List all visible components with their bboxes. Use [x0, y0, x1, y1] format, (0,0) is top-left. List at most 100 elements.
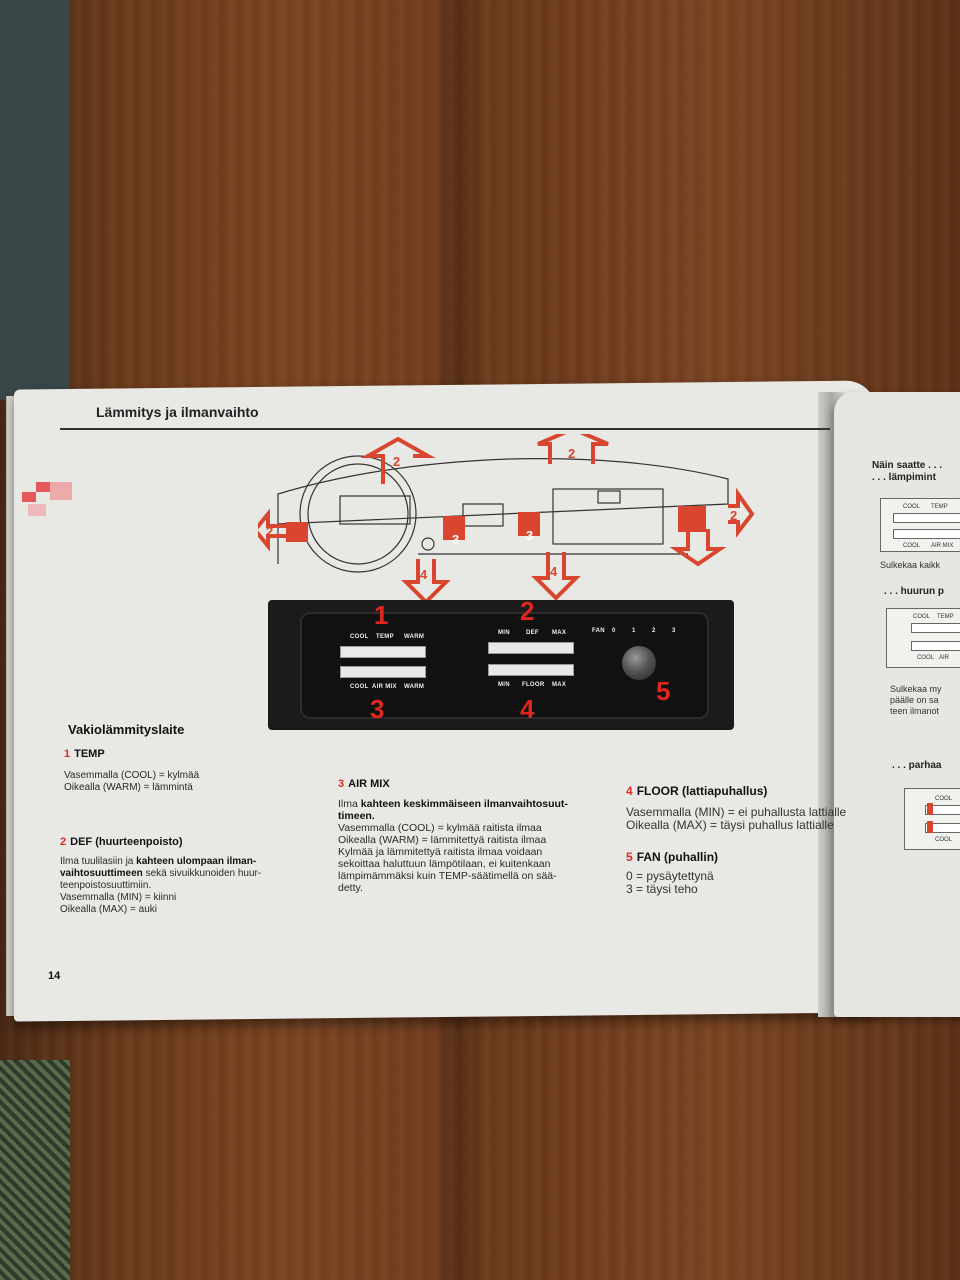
right-title-line: Näin saatte . . .	[872, 460, 943, 471]
floor-min-label: MIN	[498, 682, 510, 688]
item-2-line: sekä sivuikkunoiden huur-	[145, 868, 262, 879]
arrow-label-2c: 2	[266, 524, 273, 539]
arrow-label-4a: 4	[420, 567, 428, 582]
fan-2-label: 2	[652, 628, 656, 634]
fan-1-label: 1	[632, 628, 636, 634]
def-max-label: MAX	[552, 630, 567, 636]
callout-4: 4	[520, 694, 535, 724]
right-heading-2: . . . huurun p	[884, 586, 944, 597]
mini-label: COOL	[903, 504, 921, 510]
item-5-title: FAN	[636, 850, 661, 864]
mini-slider	[893, 529, 960, 539]
item-3-line-bold: timeen.	[338, 810, 375, 822]
item-2-line: teenpoistosuuttimiin.	[60, 880, 152, 891]
item-4-line: Vasemmalla (MIN) = ei puhallusta lattial…	[626, 806, 847, 819]
right-text-line: Sulkekaa my	[890, 684, 942, 694]
fan-0-label: 0	[612, 628, 616, 634]
right-mini-panel-3: COOL COOL	[904, 788, 960, 850]
callout-3: 3	[370, 694, 385, 724]
mini-label: AIR MIX	[931, 543, 954, 549]
item-3-line: Kylmää ja lämmitettyä raitista ilmaa voi…	[338, 846, 543, 858]
item-3-line: Vasemmalla (COOL) = kylmää raitista ilma…	[338, 822, 542, 834]
def-min-label: MIN	[498, 630, 510, 636]
item-temp-text: Vasemmalla (COOL) = kylmää Oikealla (WAR…	[64, 770, 199, 794]
header-rule	[60, 428, 830, 430]
item-1-number: 1	[64, 748, 71, 760]
mini-slider	[893, 513, 960, 523]
item-4-number: 4	[626, 784, 633, 798]
temp-label: TEMP	[376, 634, 394, 640]
right-text-2: Sulkekaa my päälle on sa teen ilmanot	[890, 684, 942, 717]
arrow-label-3b: 3	[526, 528, 533, 543]
mini-slider	[925, 805, 960, 815]
callout-1: 1	[374, 600, 389, 630]
mini-label: COOL	[935, 837, 953, 843]
fan-knob[interactable]	[622, 646, 656, 680]
arrow-label-3a: 3	[452, 532, 459, 547]
item-3-line: Ilma	[338, 798, 358, 810]
item-5-line: 3 = täysi teho	[626, 882, 698, 896]
dashboard-diagram: 2 2 2 2 3 3 4 4	[258, 434, 755, 604]
mini-label: COOL	[935, 796, 953, 802]
manual-page-right	[834, 392, 960, 1017]
item-5-line: 0 = pysäytettynä	[626, 869, 714, 883]
arrow-label-2a: 2	[393, 454, 400, 469]
temp-slider[interactable]	[340, 646, 426, 658]
mini-slider	[911, 641, 960, 651]
right-heading-3: . . . parhaa	[892, 760, 942, 771]
floor-label: FLOOR	[522, 682, 545, 688]
temp-warm-label: WARM	[404, 634, 425, 640]
callout-2: 2	[520, 596, 535, 626]
mini-slider-handle	[927, 803, 933, 815]
floor-slider[interactable]	[488, 664, 574, 676]
arrow-label-4b: 4	[550, 564, 558, 579]
item-3-line: lämpimämmäksi kuin TEMP-säätimellä on sä…	[338, 870, 557, 882]
mini-label: COOL	[903, 543, 921, 549]
fan-label: FAN	[592, 628, 605, 634]
airmix-cool-label: COOL	[350, 684, 369, 690]
mini-label: COOL	[913, 614, 931, 620]
temp-cool-label: COOL	[350, 634, 369, 640]
item-2-line-bold: kahteen ulompaan ilman-	[136, 856, 257, 867]
item-2-line: Vasemmalla (MIN) = kiinni	[60, 892, 177, 903]
item-4-line: Oikealla (MAX) = täysi puhallus lattiall…	[626, 818, 834, 832]
item-2-subtitle: (huurteenpoisto)	[95, 836, 183, 848]
page-number: 14	[48, 970, 61, 982]
item-2-line-bold: vaihtosuuttimeen	[60, 868, 143, 879]
mini-label: COOL	[917, 655, 935, 661]
background-wall	[0, 0, 70, 400]
fan-3-label: 3	[672, 628, 676, 634]
arrow-label-2b: 2	[568, 446, 575, 461]
airmix-slider[interactable]	[340, 666, 426, 678]
airmix-label: AIR MIX	[372, 684, 397, 690]
def-slider[interactable]	[488, 642, 574, 654]
item-1-line: Oikealla (WARM) = lämmintä	[64, 782, 193, 793]
item-2-line: Oikealla (MAX) = auki	[60, 904, 157, 915]
mini-slider	[911, 623, 960, 633]
page-title: Lämmitys ja ilmanvaihto	[96, 404, 259, 420]
item-airmix-text: Ilma kahteen keskimmäiseen ilmanvaihtosu…	[338, 798, 608, 894]
right-text-line: päälle on sa	[890, 695, 939, 705]
right-mini-panel-2: COOL TEMP COOL AIR	[886, 608, 960, 668]
mini-slider	[925, 823, 960, 833]
item-2-title: DEF	[70, 836, 93, 848]
mini-label: AIR	[939, 655, 950, 661]
mini-slider-handle	[927, 821, 933, 833]
right-text-1: Sulkekaa kaikk	[880, 560, 941, 570]
item-2-line: Ilma tuulilasiin ja	[60, 856, 134, 867]
airmix-warm-label: WARM	[404, 684, 425, 690]
item-5-number: 5	[626, 850, 633, 864]
right-mini-panel-1: COOL TEMP COOL AIR MIX	[880, 498, 960, 552]
mini-label: TEMP	[937, 614, 954, 620]
fabric-corner	[0, 1060, 70, 1280]
item-4-subtitle: (lattiapuhallus)	[682, 784, 768, 798]
def-label: DEF	[526, 630, 539, 636]
item-3-line: Oikealla (WARM) = lämmitettyä raitista i…	[338, 834, 547, 846]
item-4-title: FLOOR	[636, 784, 679, 798]
item-3-line: sekoittaa haluttuun lämpötilaan, ei kuit…	[338, 858, 551, 870]
